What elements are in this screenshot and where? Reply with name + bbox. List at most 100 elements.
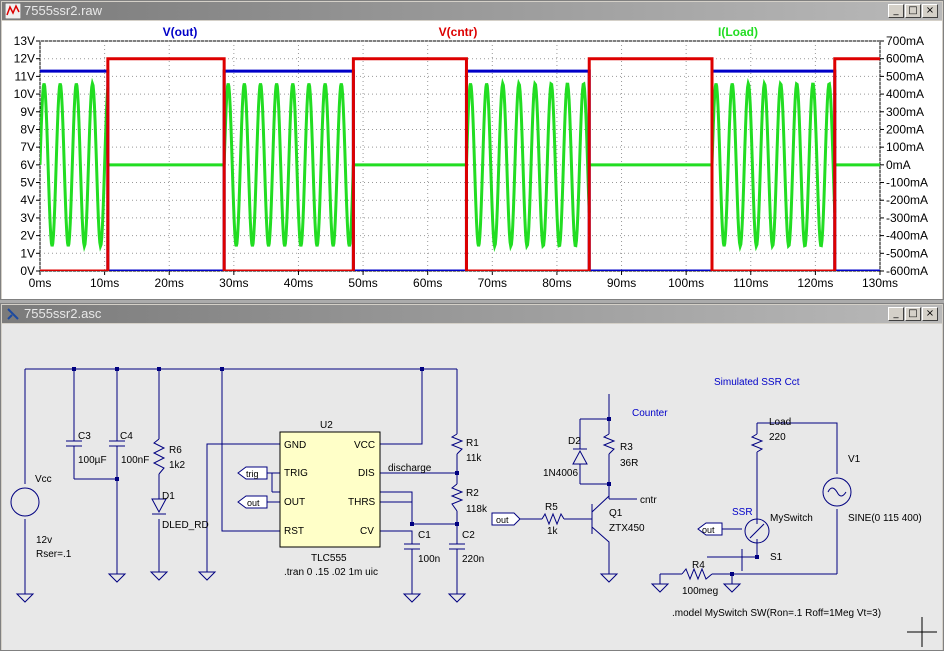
maximize-button[interactable]: □ [905,4,921,18]
ssr-label: SSR [732,507,753,518]
load-label: Load [769,417,791,428]
y-left-tick-label: 6V [20,158,35,172]
c2-label: C2 [462,530,475,541]
vcc-label: Vcc [35,474,52,485]
d1-label: D1 [162,491,175,502]
y-right-tick-label: -100mA [886,176,928,190]
c4-label: C4 [120,431,133,442]
x-tick-label: 0ms [29,276,52,290]
tlc555-label: TLC555 [311,553,347,564]
d2-value: 1N4006 [543,468,578,479]
plot-traces [40,57,880,271]
v1-label: V1 [848,454,861,465]
schematic-canvas[interactable]: Vcc 12v Rser=.1 C3 100µF C4 100nF R6 1k2… [2,324,942,650]
trace-name-vout[interactable]: V(out) [163,25,198,39]
r5-value: 1k [547,526,559,537]
out-net-tag-q1 [491,512,521,526]
x-tick-label: 40ms [284,276,313,290]
model-directive: .model MySwitch SW(Ron=.1 Roff=1Meg Vt=3… [672,608,881,619]
d1-value: DLED_RD [162,520,209,531]
u2-label: U2 [320,420,333,431]
y-right-tick-label: -500mA [886,246,928,260]
y-right-tick-label: 500mA [886,69,924,83]
maximize-button[interactable]: □ [905,307,921,321]
y-left-tick-label: 11V [15,69,35,83]
s1-label: S1 [770,552,783,563]
trig-tag-text: trig [246,469,259,479]
dis-pin: DIS [358,468,375,479]
r5-label: R5 [545,502,558,513]
r3-value: 36R [620,458,638,469]
y-left-tick-label: 0V [20,264,35,278]
y-right-tick-label: 200mA [886,122,924,136]
r2-label: R2 [466,488,479,499]
minimize-button[interactable]: _ [888,4,904,18]
r2-value: 118k [466,504,488,515]
y-right-tick-label: -400mA [886,229,928,243]
c4-value: 100nF [121,455,149,466]
y-left-tick-label: 10V [14,87,35,101]
waveform-app-icon [5,3,21,19]
x-tick-label: 70ms [478,276,507,290]
r6-value: 1k2 [169,460,186,471]
vcc-pin: VCC [354,440,375,451]
r3-label: R3 [620,442,633,453]
trace-name-vcntr[interactable]: V(cntr) [439,25,478,39]
out-pin: OUT [284,497,305,508]
c1-value: 100n [418,554,440,565]
y-right-tick-label: 700mA [886,34,924,48]
x-tick-label: 20ms [155,276,184,290]
y-left-tick-label: 7V [20,140,35,154]
trig-net-tag [237,466,268,480]
x-tick-label: 90ms [607,276,636,290]
d2-label: D2 [568,436,581,447]
vcc-source-symbol [10,487,40,517]
x-tick-label: 100ms [668,276,704,290]
counter-label: Counter [632,408,668,419]
y-right-tick-label: 600mA [886,52,924,66]
q1-label: Q1 [609,508,623,519]
x-tick-label: 10ms [90,276,119,290]
cntr-label: cntr [640,495,657,506]
waveform-titlebar[interactable]: 7555ssr2.raw _ □ × [2,2,942,20]
x-tick-label: 110ms [733,276,768,290]
out-tag-text: out [247,498,260,508]
y-left-tick-label: 2V [20,229,35,243]
out-net-tag-555 [237,495,268,509]
c1-label: C1 [418,530,431,541]
schematic-drawing[interactable]: Vcc 12v Rser=.1 C3 100µF C4 100nF R6 1k2… [2,324,942,650]
schematic-window: 7555ssr2.asc _ □ × [0,303,944,651]
ssr-title: Simulated SSR Cct [714,377,800,388]
r6-label: R6 [169,445,182,456]
tran-directive: .tran 0 .15 .02 1m uic [284,567,378,578]
r1-label: R1 [466,438,479,449]
r4-value: 100meg [682,586,718,597]
thrs-pin: THRS [348,497,376,508]
vcc-value: 12v [36,535,52,546]
x-tick-label: 120ms [797,276,833,290]
series-line-vcntr [40,57,880,271]
y-right-tick-label: -200mA [886,193,928,207]
y-left-tick-label: 9V [20,105,35,119]
trace-name-iload[interactable]: I(Load) [718,25,758,39]
minimize-button[interactable]: _ [888,307,904,321]
close-button[interactable]: × [922,4,938,18]
rst-pin: RST [284,526,304,537]
out-net-tag-ssr [697,522,723,536]
schematic-titlebar[interactable]: 7555ssr2.asc _ □ × [2,305,942,323]
c3-value: 100µF [78,455,107,466]
y-left-tick-label: 8V [20,122,35,136]
y-left-tick-label: 3V [20,211,35,225]
r1-value: 11k [466,453,482,464]
gnd-pin: GND [284,440,306,451]
c3-label: C3 [78,431,91,442]
y-right-tick-label: 300mA [886,105,924,119]
waveform-window-title: 7555ssr2.raw [24,3,103,18]
q1-value: ZTX450 [609,523,645,534]
close-button[interactable]: × [922,307,938,321]
series-line-iload [40,77,880,253]
discharge-label: discharge [388,463,432,474]
